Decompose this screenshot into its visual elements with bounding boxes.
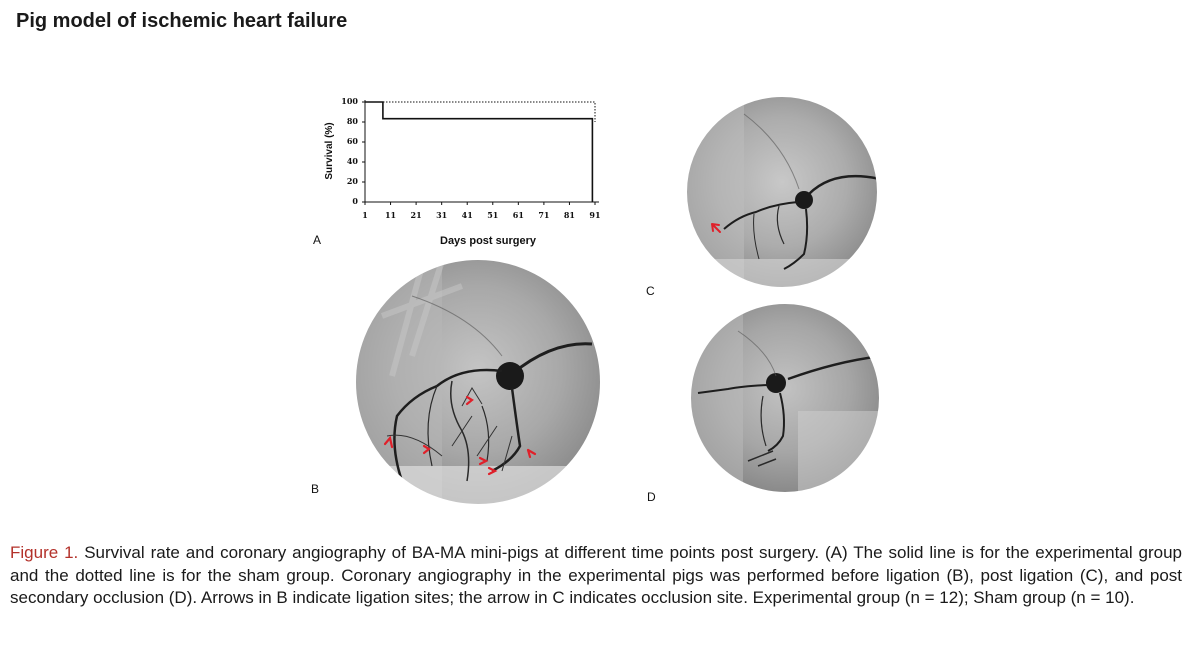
chart-series-line-solid xyxy=(365,101,594,202)
caption-text: Survival rate and coronary angiography o… xyxy=(10,543,1182,607)
chart-x-tick-label: 81 xyxy=(564,210,575,220)
chart-y-tick-label: 100 xyxy=(341,96,358,106)
angiogram-b xyxy=(354,258,602,506)
chart-y-tick-label: 20 xyxy=(347,176,359,186)
chart-x-axis-label: Days post surgery xyxy=(440,235,537,247)
chart-y-tick-label: 60 xyxy=(347,136,359,146)
panel-label-b: B xyxy=(311,482,320,496)
angiogram-c xyxy=(685,95,879,289)
chart-series-line-dotted xyxy=(365,101,596,122)
angiogram-d xyxy=(689,302,881,494)
panel-label-a: A xyxy=(313,233,322,247)
panel-label-d: D xyxy=(647,490,656,504)
chart-x-tick-label: 31 xyxy=(436,210,447,220)
chart-x-tick-label: 11 xyxy=(385,210,396,220)
chart-x-tick-label: 91 xyxy=(589,210,600,220)
chart-series xyxy=(365,101,596,202)
chart-y-axis-label: Survival (%) xyxy=(324,122,335,179)
chart-y-tick-label: 0 xyxy=(352,196,358,206)
chart-x-tick-label: 1 xyxy=(362,210,368,220)
page-title: Pig model of ischemic heart failure xyxy=(16,10,348,32)
chart-x-tick-label: 61 xyxy=(513,210,524,220)
ligation-arrows xyxy=(383,395,537,476)
chart-x-tick-label: 51 xyxy=(487,210,498,220)
chart-x-tick-label: 71 xyxy=(538,210,549,220)
chart-y-tick-label: 40 xyxy=(347,156,359,166)
occlusion-arrow xyxy=(711,223,721,233)
caption-label: Figure 1. xyxy=(10,543,79,562)
chart-x-tick-label: 21 xyxy=(411,210,422,220)
figure-caption: Figure 1. Survival rate and coronary ang… xyxy=(10,542,1182,610)
chart-axes xyxy=(364,100,599,203)
chart-y-tick-label: 80 xyxy=(347,116,359,126)
panel-label-c: C xyxy=(646,284,655,298)
chart-x-tick-label: 41 xyxy=(462,210,473,220)
